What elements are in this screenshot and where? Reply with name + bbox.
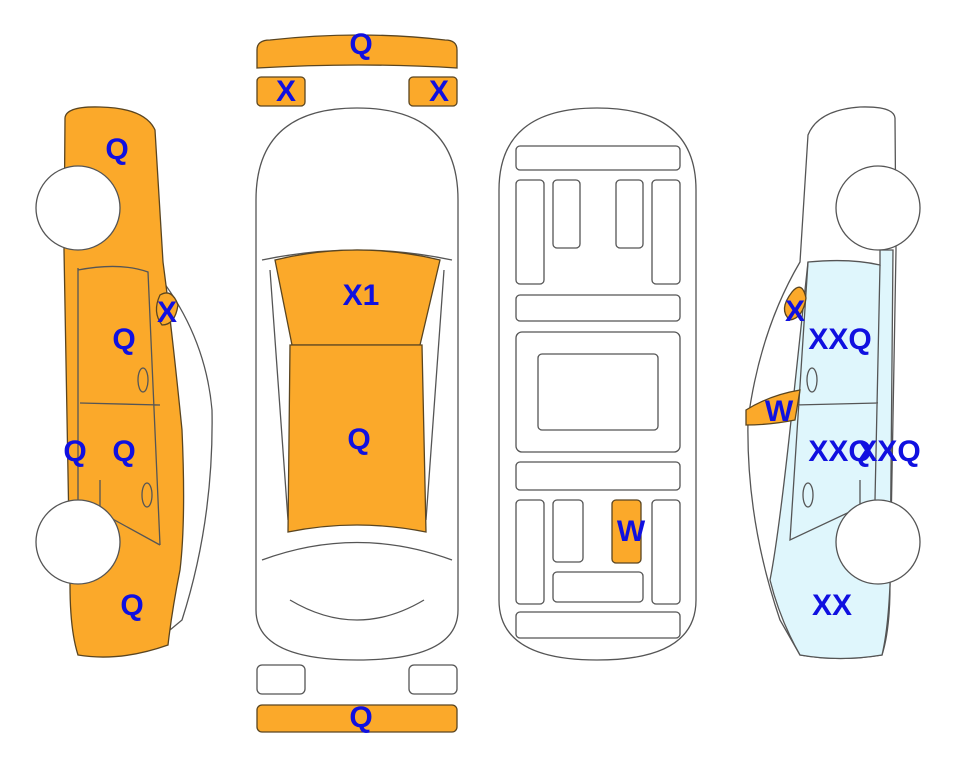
right-door-handle [802, 482, 814, 508]
left-mirror-panel[interactable] [155, 292, 179, 326]
rear-left-light [256, 664, 306, 695]
right-rear-door-label[interactable]: XXQ [808, 435, 872, 468]
right-front-door-label[interactable]: XXQ [808, 323, 872, 356]
left-door-handle [141, 482, 153, 508]
left-front-wheel [35, 499, 121, 585]
left-front-fender-label[interactable]: Q [120, 589, 144, 622]
left-door-handle [137, 367, 149, 393]
front-left-light-panel[interactable] [256, 76, 306, 107]
roof-panel[interactable] [287, 344, 427, 533]
underbody-components [515, 145, 681, 639]
left-mirror-label[interactable]: X [156, 296, 178, 329]
rear-bumper-label[interactable]: Q [349, 701, 373, 734]
right-window-label[interactable]: W [764, 395, 794, 428]
front-right-light-panel[interactable] [408, 76, 458, 107]
right-mirror-panel[interactable] [783, 286, 807, 321]
right-front-wheel [835, 499, 921, 585]
front-bumper-label[interactable]: Q [349, 28, 373, 61]
left-sill-label[interactable]: Q [63, 435, 87, 468]
right-mirror-label[interactable]: X [784, 295, 806, 328]
hood-label[interactable]: X1 [342, 279, 380, 312]
right-rear-fender-label[interactable]: XX [811, 589, 853, 622]
rear-right-light [408, 664, 458, 695]
right-window-panel[interactable] [745, 389, 801, 426]
rear-bumper-panel[interactable] [256, 704, 458, 733]
front-bumper-panel[interactable] [256, 34, 458, 69]
left-front-door-label[interactable]: Q [112, 435, 136, 468]
left-rear-wheel [35, 165, 121, 251]
underbody-damage-panel[interactable] [611, 499, 642, 564]
left-rear-quarter-label[interactable]: Q [105, 133, 129, 166]
left-rear-door-label[interactable]: Q [112, 323, 136, 356]
roof-label[interactable]: Q [347, 423, 371, 456]
front-left-light-label[interactable]: X [275, 75, 297, 108]
right-rear-wheel [835, 165, 921, 251]
hood-panel[interactable] [274, 249, 441, 346]
right-sill-label[interactable]: XXQ [857, 435, 921, 468]
front-right-light-label[interactable]: X [428, 75, 450, 108]
underbody-label[interactable]: W [616, 515, 646, 548]
right-door-handle [806, 367, 818, 393]
